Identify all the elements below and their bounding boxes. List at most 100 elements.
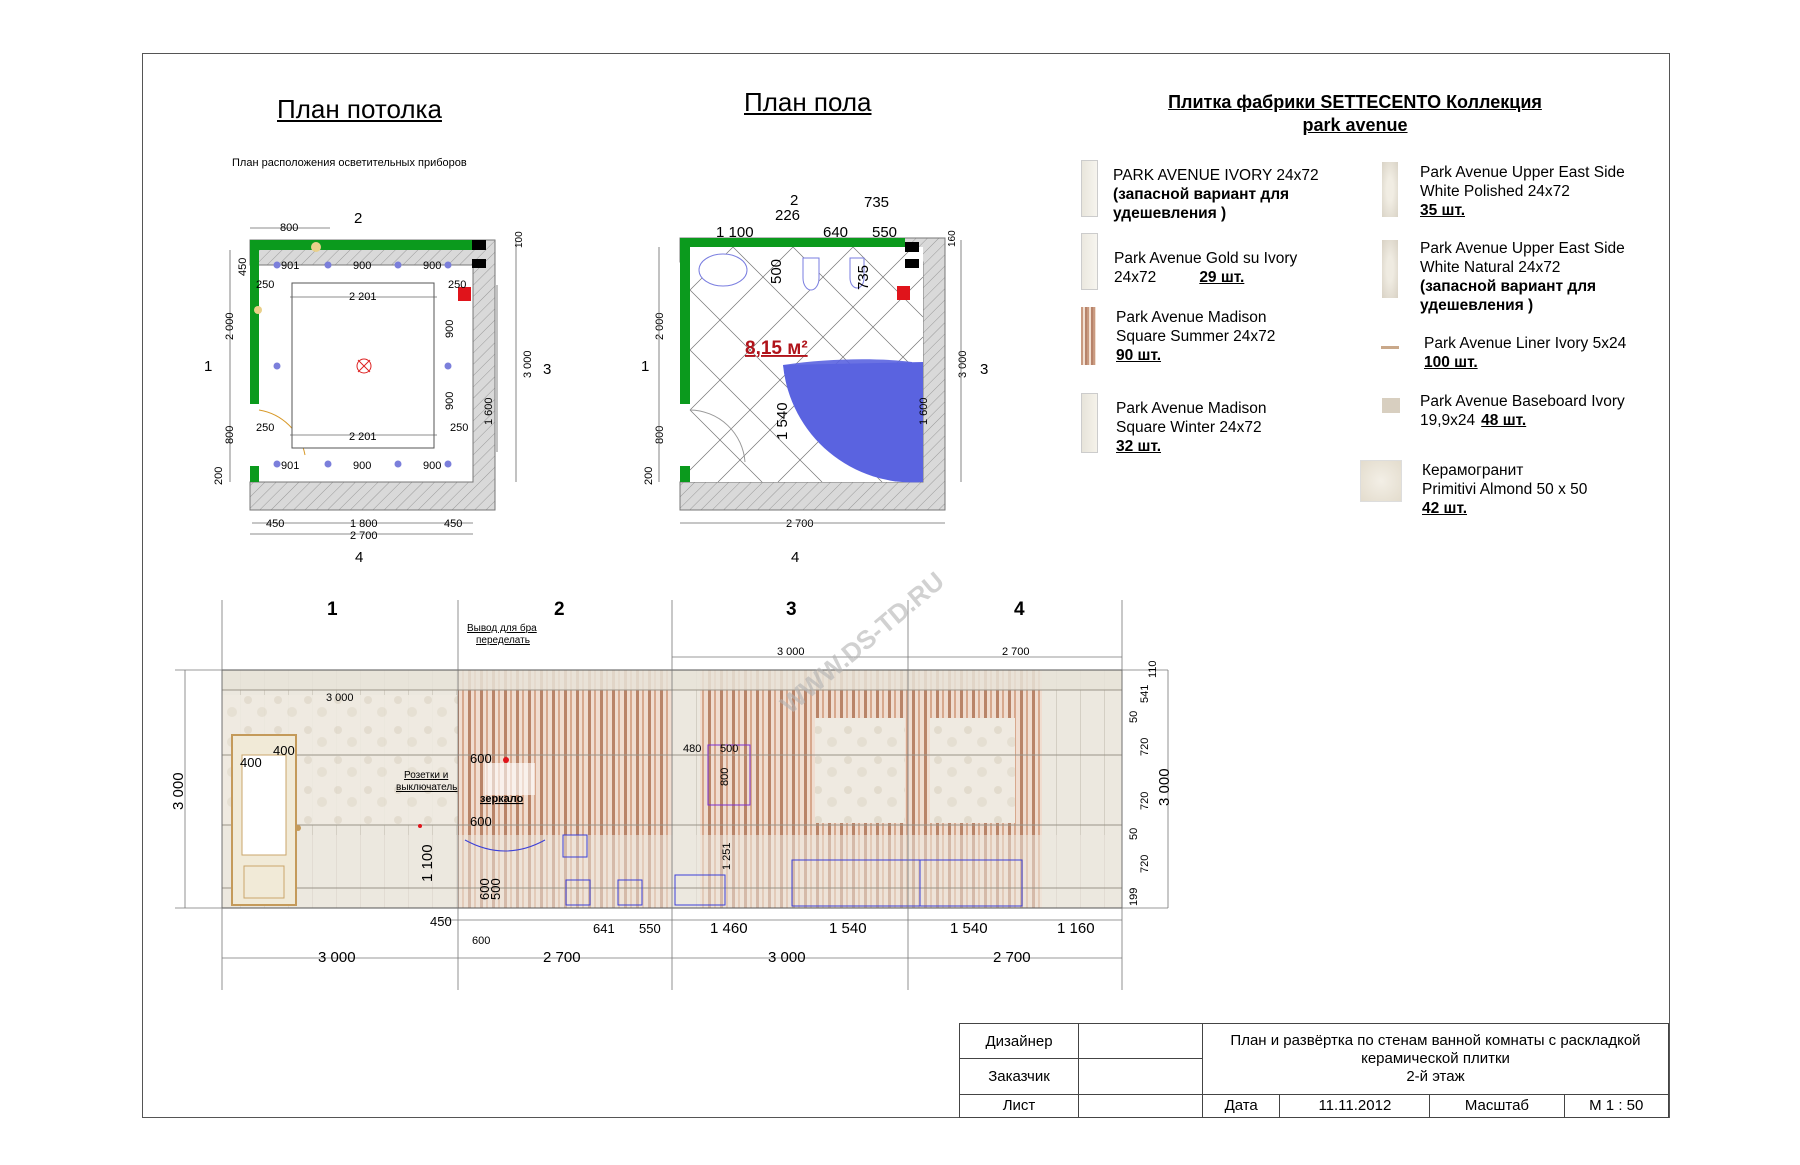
dim-label: 2 700 <box>1002 646 1030 658</box>
ceiling-plan-title: План потолка <box>277 94 442 124</box>
spot-lights <box>273 261 452 468</box>
door-glass <box>241 754 287 856</box>
legend-name2: 24x72 <box>1114 269 1157 286</box>
dim-label: 450 <box>266 518 284 530</box>
spot-light-icon <box>273 460 281 468</box>
dim-label: 110 <box>1147 660 1159 678</box>
dim-label: 50 <box>1128 711 1140 723</box>
wall-number: 3 <box>980 361 988 378</box>
door-panel <box>243 865 285 899</box>
dim-label: 900 <box>353 460 371 472</box>
floor-black-block-2 <box>905 259 919 268</box>
floor-area-label: 8,15 м² <box>745 338 808 359</box>
washbasin-icon <box>698 253 748 287</box>
door-handle-icon <box>295 825 301 831</box>
dim-label: 1 540 <box>774 402 791 440</box>
dim-label: 250 <box>256 279 274 291</box>
dim-label: 2 700 <box>350 530 378 542</box>
legend-name2: Primitivi Almond 50 x 50 <box>1422 481 1588 498</box>
dim-label: 2 700 <box>993 949 1031 966</box>
dim-label: 1 160 <box>1057 920 1095 937</box>
dim-label: 160 <box>947 230 958 247</box>
stamp-client-value <box>1078 1058 1203 1095</box>
legend-name: Park Avenue Gold su Ivory <box>1114 250 1298 267</box>
title-block: Дизайнер План и развёртка по стенам ванн… <box>959 1022 1669 1119</box>
dim-label: 550 <box>639 921 661 936</box>
ceiling-black-block <box>472 240 486 250</box>
tile-swatch-gold-su-ivory <box>1081 233 1098 290</box>
ceiling-black-block-2 <box>472 259 486 268</box>
dim-label: 641 <box>593 921 615 936</box>
legend-qty: 29 шт. <box>1199 269 1245 286</box>
spot-light-icon <box>444 362 452 370</box>
label-bra-line1: Вывод для бра <box>467 622 537 634</box>
bidet-2-icon <box>674 874 726 906</box>
dim-label: 400 <box>240 755 262 770</box>
elevation-wall-number: 3 <box>786 599 797 620</box>
spot-light-icon <box>273 261 281 269</box>
wall-number: 1 <box>204 358 212 375</box>
floor-plan: 8,15 м² 1 540 500 735 1 600 3 000 2 000 … <box>641 192 988 566</box>
dim-label: 800 <box>280 222 298 234</box>
wall-number: 3 <box>543 361 551 378</box>
dim-label: 250 <box>448 279 466 291</box>
elevation-wall-number: 1 <box>327 599 338 620</box>
dim-label: 640 <box>823 224 848 241</box>
tile-swatch-baseboard <box>1382 398 1400 413</box>
towel-rack-icon <box>707 744 751 806</box>
dim-label: 800 <box>224 426 236 444</box>
tile-swatch-ivory <box>1081 160 1098 217</box>
dim-label: 550 <box>872 224 897 241</box>
outlet-red-icon <box>503 757 509 763</box>
collection-title-line2: park avenue <box>1302 115 1408 135</box>
dim-label: 1 100 <box>716 224 754 241</box>
dim-label: 900 <box>423 260 441 272</box>
legend-qty: 90 шт. <box>1116 347 1162 364</box>
dim-label: 3 000 <box>522 350 534 378</box>
stamp-sheet-label: Лист <box>959 1093 1079 1119</box>
dim-label: 901 <box>281 260 299 272</box>
stamp-designer-value <box>1078 1022 1203 1060</box>
legend-qty: 32 шт. <box>1116 438 1162 455</box>
legend-name2: Square Winter 24x72 <box>1116 419 1262 436</box>
wall-3-polished <box>815 718 905 823</box>
legend-name: Park Avenue Baseboard Ivory <box>1420 393 1625 410</box>
wall-number: 4 <box>791 549 799 566</box>
collection-title-line1: Плитка фабрики SETTECENTO Коллекция <box>1168 92 1542 112</box>
ceiling-red-block <box>458 287 471 301</box>
sink-icon <box>464 839 546 852</box>
dim-label: 3 000 <box>1156 768 1173 806</box>
dim-label: 2 700 <box>786 518 814 530</box>
legend-item-primitivi: Керамогранит Primitivi Almond 50 x 50 42… <box>1422 461 1587 518</box>
spot-light-icon <box>444 261 452 269</box>
dim-label: 3 000 <box>326 692 354 704</box>
stamp-scale-label: Масштаб <box>1429 1093 1565 1119</box>
dim-label: 1 251 <box>721 842 733 870</box>
spot-light-icon <box>444 460 452 468</box>
legend-name2: 19,9x24 <box>1420 412 1476 429</box>
dim-label: 600 <box>472 935 490 947</box>
legend-name: Park Avenue Madison <box>1116 400 1267 417</box>
dim-label: 200 <box>213 467 225 485</box>
tile-swatch-liner <box>1381 346 1399 349</box>
ceiling-green-wall-small <box>250 466 259 482</box>
dim-label: 600 <box>470 814 492 829</box>
legend-name: Park Avenue Upper East Side <box>1420 240 1625 257</box>
dim-label: 500 <box>768 259 785 284</box>
legend-name: Керамогранит <box>1422 462 1524 479</box>
wall-number: 2 <box>354 210 362 227</box>
dim-label: 735 <box>855 265 872 290</box>
dim-label: 900 <box>353 260 371 272</box>
dim-label: 1 460 <box>710 920 748 937</box>
dim-label: 250 <box>450 422 468 434</box>
dim-label: 800 <box>654 426 666 444</box>
tile-swatch-upper-east-polished <box>1382 162 1398 217</box>
bidet-icon <box>617 879 643 906</box>
tile-swatch-madison-winter <box>1081 393 1098 453</box>
stamp-sheet-value <box>1078 1093 1203 1119</box>
legend-name: PARK AVENUE IVORY 24x72 <box>1113 167 1319 184</box>
legend-name2: Square Summer 24x72 <box>1116 328 1276 345</box>
elevation-wall-number: 4 <box>1014 599 1025 620</box>
bathtub-front-icon <box>791 859 1023 907</box>
